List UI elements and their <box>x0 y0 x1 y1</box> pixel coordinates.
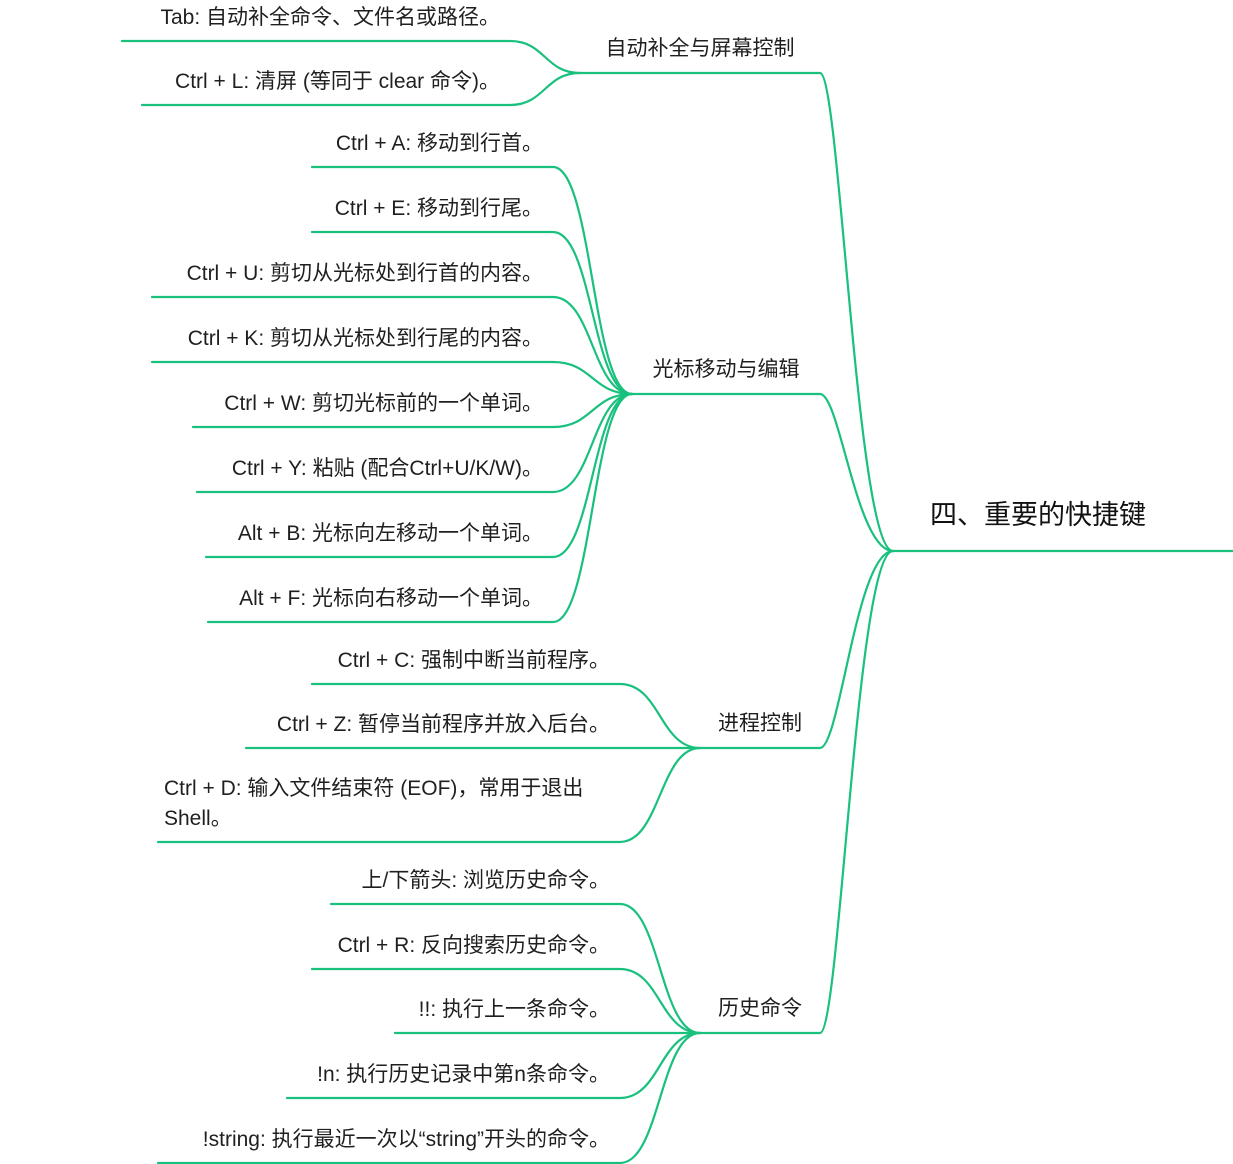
leaf-node[interactable]: Ctrl + E: 移动到行尾。 <box>334 197 543 220</box>
connector-line <box>310 682 702 750</box>
connector-line <box>204 392 634 559</box>
leaf-node[interactable]: Ctrl + L: 清屏 (等同于 clear 命令)。 <box>175 70 500 93</box>
connector-line <box>285 1031 702 1100</box>
connector-line <box>578 71 895 553</box>
connector-line <box>191 392 634 429</box>
connector-line <box>150 295 634 396</box>
connector-line <box>310 230 634 396</box>
leaf-node[interactable]: Alt + F: 光标向右移动一个单词。 <box>239 587 543 610</box>
branch-node-cursor[interactable]: 光标移动与编辑 <box>652 358 800 381</box>
leaf-node[interactable]: Tab: 自动补全命令、文件名或路径。 <box>160 6 500 29</box>
leaf-node[interactable]: Ctrl + U: 剪切从光标处到行首的内容。 <box>186 262 543 285</box>
leaf-node[interactable]: Ctrl + A: 移动到行首。 <box>335 132 543 155</box>
connector-line <box>120 39 582 75</box>
branch-node-autocomplete[interactable]: 自动补全与屏幕控制 <box>605 37 795 60</box>
connector-line <box>156 746 702 844</box>
leaf-node[interactable]: Alt + B: 光标向左移动一个单词。 <box>237 522 543 545</box>
connector-line <box>140 71 582 107</box>
root-node[interactable]: 四、重要的快捷键 <box>930 500 1146 530</box>
leaf-node[interactable]: Ctrl + W: 剪切光标前的一个单词。 <box>224 392 543 415</box>
connector-line <box>630 392 895 553</box>
connector-line <box>329 902 702 1035</box>
connector-line <box>150 360 634 396</box>
leaf-node[interactable]: !n: 执行历史记录中第n条命令。 <box>317 1063 610 1086</box>
connector-line <box>698 549 895 750</box>
leaf-node[interactable]: !string: 执行最近一次以“string”开头的命令。 <box>202 1128 610 1151</box>
connector-line <box>156 1031 702 1164</box>
leaf-node[interactable]: Ctrl + D: 输入文件结束符 (EOF)，常用于退出 Shell。 <box>164 777 584 830</box>
connector-line <box>310 967 702 1035</box>
leaf-node[interactable]: Ctrl + C: 强制中断当前程序。 <box>337 649 610 672</box>
branch-node-process[interactable]: 进程控制 <box>718 712 802 735</box>
leaf-node[interactable]: !!: 执行上一条命令。 <box>418 998 610 1021</box>
leaf-node[interactable]: Ctrl + K: 剪切从光标处到行尾的内容。 <box>187 327 543 350</box>
connector-line <box>195 392 634 494</box>
connector-line <box>206 392 634 624</box>
leaf-node[interactable]: 上/下箭头: 浏览历史命令。 <box>361 869 610 892</box>
leaf-node[interactable]: Ctrl + Y: 粘贴 (配合Ctrl+U/K/W)。 <box>231 457 543 480</box>
leaf-node[interactable]: Ctrl + R: 反向搜索历史命令。 <box>337 934 610 957</box>
connector-line <box>698 549 895 1035</box>
connector-line <box>310 165 634 396</box>
branch-node-history[interactable]: 历史命令 <box>718 997 802 1020</box>
leaf-node[interactable]: Ctrl + Z: 暂停当前程序并放入后台。 <box>276 713 610 736</box>
